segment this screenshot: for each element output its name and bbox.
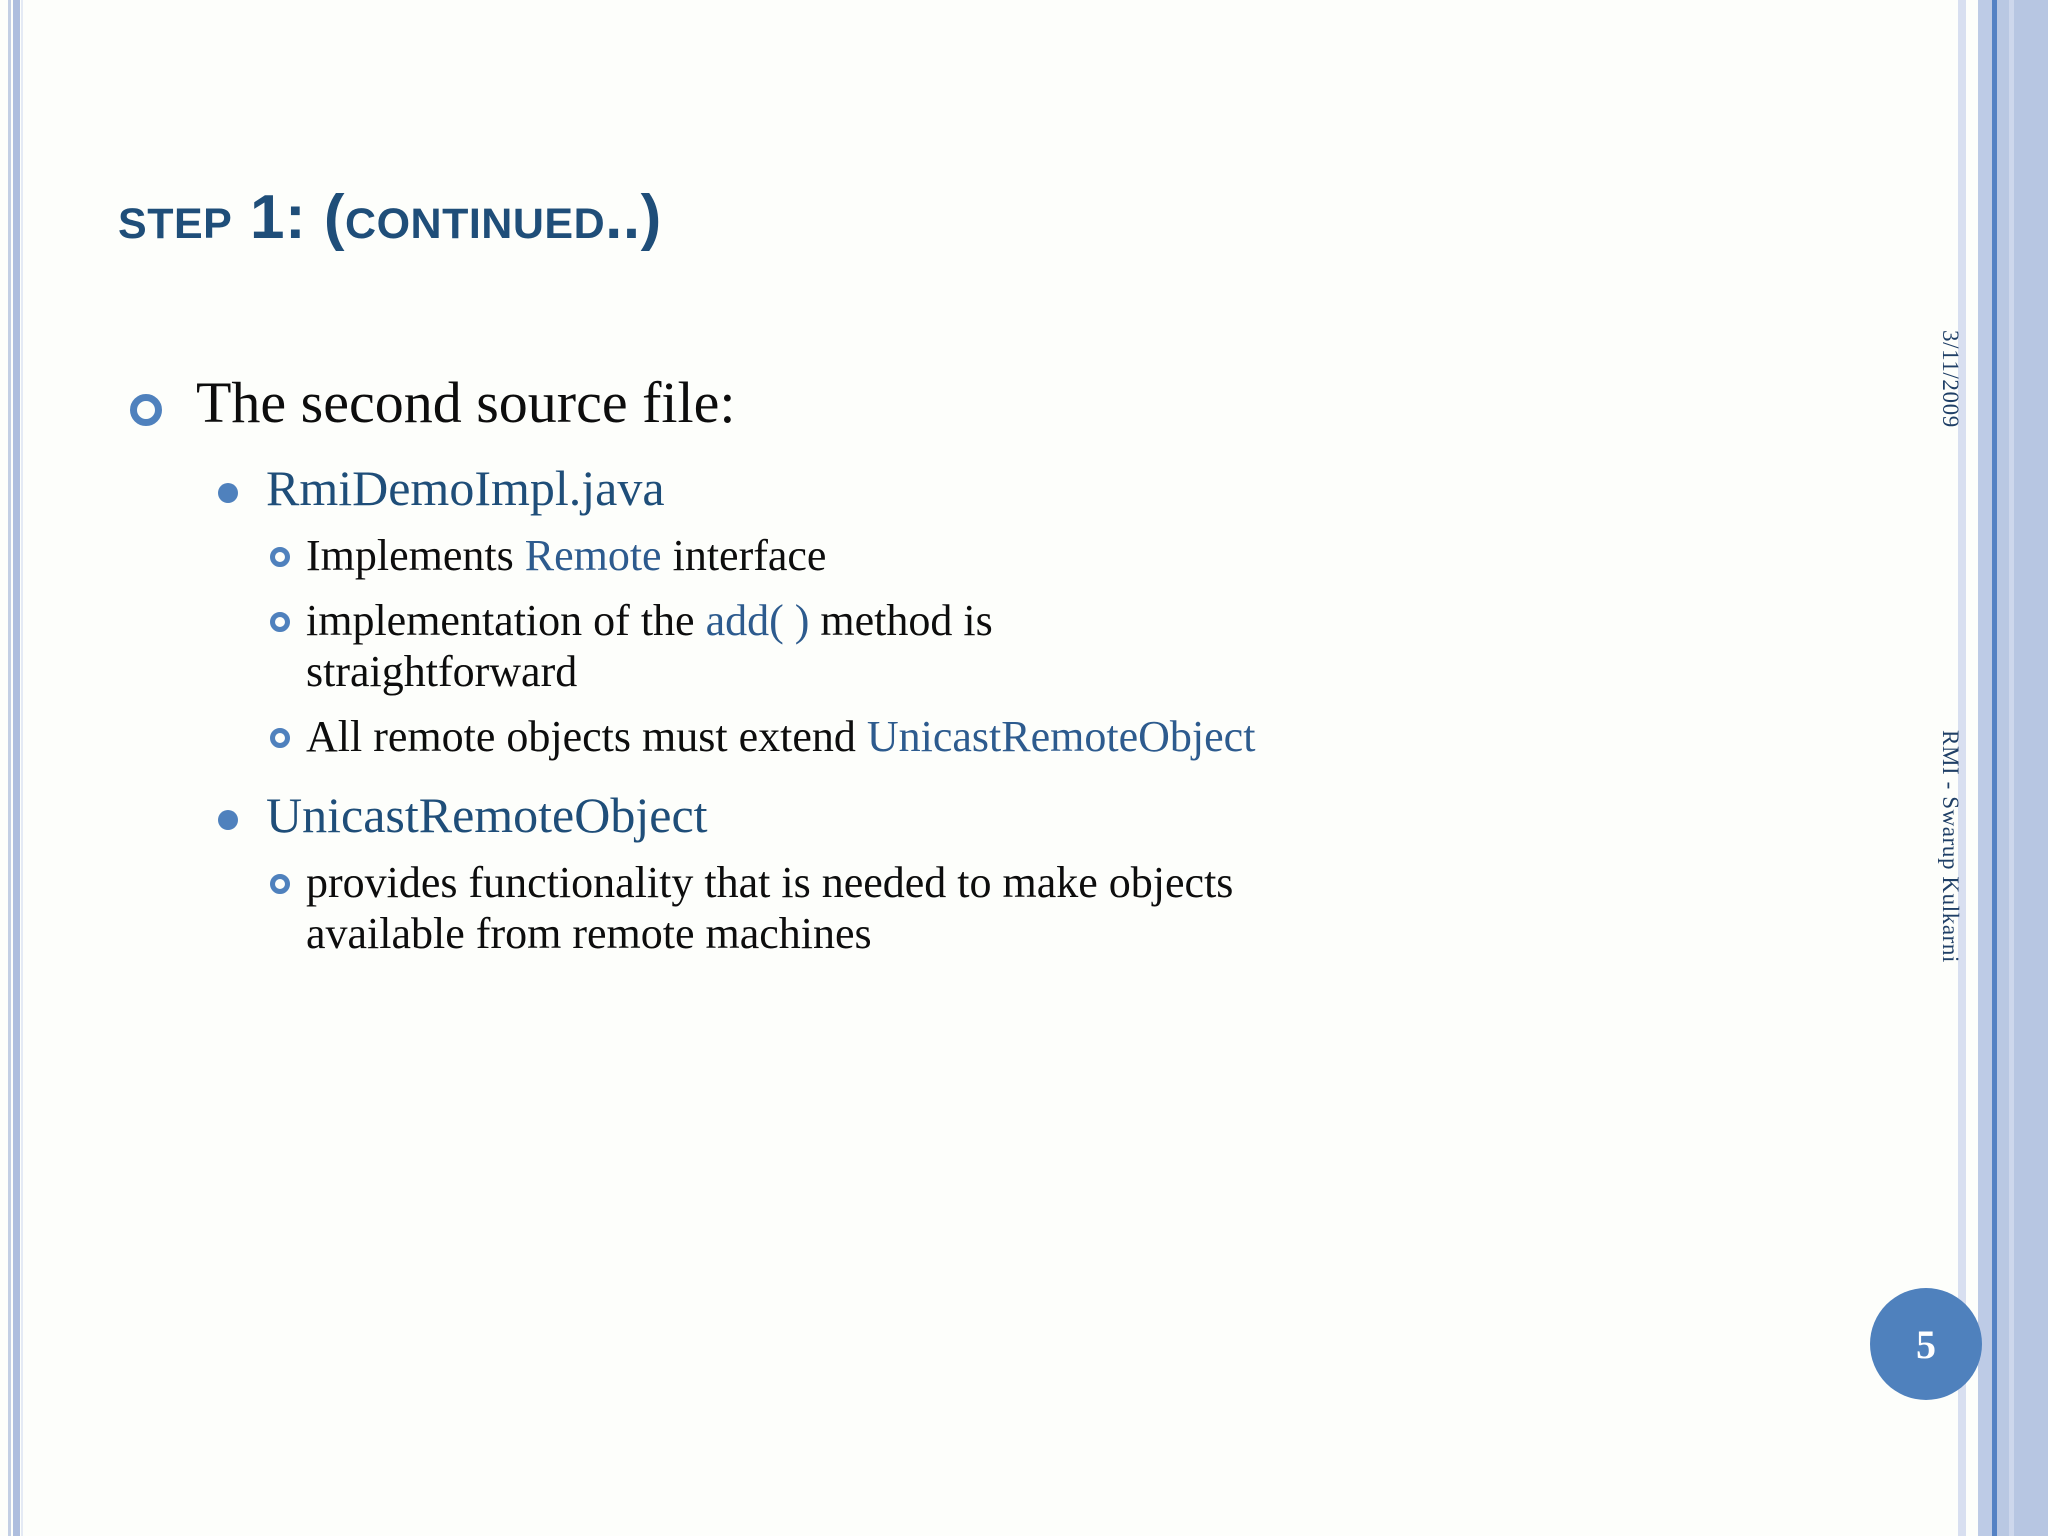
bullet-level3-highlight: UnicastRemoteObject <box>866 711 1256 761</box>
bullet-level1: The second source file: <box>118 370 1818 435</box>
bullet-level3-part: Implements <box>306 530 525 580</box>
bullet-level1-text: The second source file: <box>196 370 736 435</box>
bullet-level3-part: implementation of the <box>306 595 706 645</box>
bullet-level3: All remote objects must extend UnicastRe… <box>118 711 1818 762</box>
right-border-stripe-7 <box>2014 0 2048 1536</box>
right-border-stripe-5 <box>1997 0 2009 1536</box>
bullet-level3-continuation: straightforward <box>306 646 578 696</box>
hollow-circle-bullet-icon <box>130 394 162 426</box>
page-title: Step 1: (Continued..) <box>118 183 662 252</box>
bullet-level3-continuation: available from remote machines <box>306 908 872 958</box>
bullet-level2-text: UnicastRemoteObject <box>266 786 708 843</box>
bullet-level2: UnicastRemoteObject <box>118 786 1818 843</box>
left-border-decoration <box>0 0 30 1536</box>
bullet-level3: implementation of the add( ) method is s… <box>118 595 1818 697</box>
hollow-circle-small-bullet-icon <box>270 873 290 894</box>
left-border-stripe-2 <box>13 0 20 1536</box>
left-border-stripe-1 <box>8 0 11 1536</box>
slide-date: 3/11/2009 <box>1938 330 1963 428</box>
bullet-level2-text: RmiDemoImpl.java <box>266 459 665 516</box>
bullet-level3-part: provides functionality that is needed to… <box>306 857 1234 907</box>
slide-number-badge: 5 <box>1870 1288 1982 1400</box>
solid-dot-bullet-icon <box>218 482 238 503</box>
bullet-level2: RmiDemoImpl.java <box>118 459 1818 516</box>
right-border-stripe-1 <box>1958 0 1966 1536</box>
bullet-level3-part: interface <box>661 530 827 580</box>
right-border-decoration <box>1958 0 2048 1536</box>
solid-dot-bullet-icon <box>218 809 238 830</box>
hollow-circle-small-bullet-icon <box>270 727 290 748</box>
right-border-stripe-4 <box>1992 0 1997 1536</box>
right-border-stripe-3 <box>1978 0 1992 1536</box>
slide-body: The second source file: RmiDemoImpl.java… <box>118 370 1818 969</box>
hollow-circle-small-bullet-icon <box>270 546 290 567</box>
right-border-stripe-2 <box>1966 0 1978 1536</box>
bullet-level3: Implements Remote interface <box>118 530 1818 581</box>
hollow-circle-small-bullet-icon <box>270 611 290 632</box>
bullet-level3-part: method is <box>809 595 993 645</box>
bullet-level3-part: All remote objects must extend <box>306 711 867 761</box>
bullet-level3-highlight: add( ) <box>705 595 810 645</box>
right-border-stripe-6 <box>2009 0 2014 1536</box>
bullet-level3-highlight: Remote <box>524 530 662 580</box>
slide-footer: RMI - Swarup Kulkarni <box>1938 730 1963 963</box>
bullet-level3: provides functionality that is needed to… <box>118 857 1818 959</box>
left-border-stripe-3 <box>21 0 23 1536</box>
